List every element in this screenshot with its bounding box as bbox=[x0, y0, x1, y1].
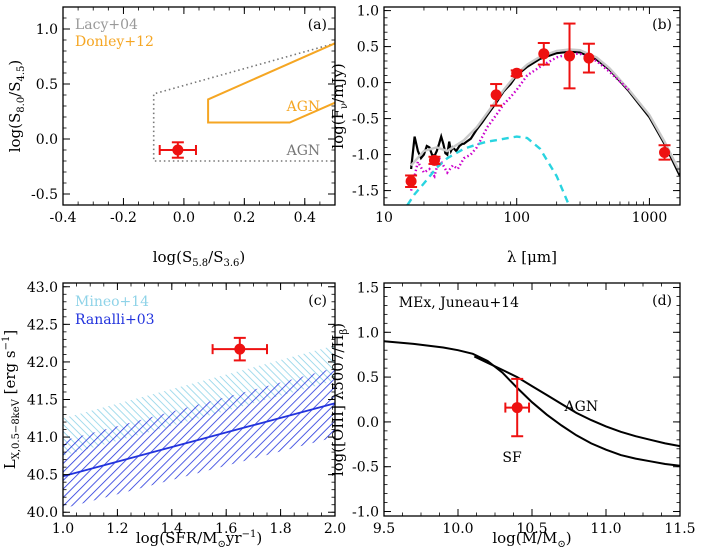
x-tick-label: 10 bbox=[375, 210, 393, 226]
sed-curve-dotted bbox=[409, 52, 630, 191]
x-tick-label: -0.4 bbox=[50, 210, 77, 226]
mex-demarcation-curve bbox=[383, 340, 681, 467]
y-tick-label: -0.5 bbox=[352, 112, 379, 128]
panel-b-frame bbox=[383, 6, 681, 206]
y-tick-label: -1.0 bbox=[352, 505, 379, 521]
region-label: AGN bbox=[286, 99, 321, 115]
scatter-band-ranalli-03 bbox=[63, 367, 335, 509]
panel-tag: (d) bbox=[652, 293, 672, 309]
photometry-point bbox=[582, 42, 595, 74]
x-tick-label: 10.0 bbox=[442, 521, 473, 537]
x-tick-label: 1.8 bbox=[269, 521, 291, 537]
photometry-point bbox=[490, 83, 503, 107]
sed-curve-dashed bbox=[406, 135, 571, 205]
y-axis-title: log(Fν/mJy) bbox=[329, 63, 350, 148]
legend-entry: Ranalli+03 bbox=[75, 312, 155, 328]
data-point-marker bbox=[428, 154, 440, 166]
legend-entry: Lacy+04 bbox=[75, 17, 138, 33]
data-point-marker bbox=[564, 50, 576, 62]
x-tick-label: 0.2 bbox=[233, 210, 255, 226]
x-axis-title: log(S5.8/S3.6) bbox=[153, 248, 246, 269]
y-tick-label: 0.0 bbox=[357, 415, 379, 431]
mex-demarcation-curve bbox=[473, 355, 681, 448]
y-tick-label: -1.0 bbox=[352, 148, 379, 164]
x-tick-label: 1.0 bbox=[52, 521, 74, 537]
photometry-point bbox=[510, 67, 523, 79]
panel-tag: (a) bbox=[308, 17, 327, 33]
data-point-marker bbox=[583, 52, 595, 64]
photometry-point bbox=[658, 144, 671, 161]
data-point-marker bbox=[172, 144, 184, 156]
data-point-marker bbox=[490, 89, 502, 101]
y-tick-label: 0.5 bbox=[36, 77, 58, 93]
y-tick-label: -0.5 bbox=[352, 460, 379, 476]
y-tick-label: 40.0 bbox=[27, 505, 58, 521]
photometry-point bbox=[405, 174, 418, 188]
panel-d-frame bbox=[383, 282, 681, 517]
relation-line bbox=[62, 402, 336, 478]
x-axis-title: log(M/M⊙) bbox=[492, 529, 571, 549]
x-tick-label: 1.4 bbox=[161, 521, 183, 537]
x-axis-title: log(SFR/M⊙yr−1) bbox=[136, 529, 262, 549]
x-tick-label: 11.5 bbox=[664, 521, 695, 537]
annotation-text: MEx, Juneau+14 bbox=[399, 295, 519, 311]
data-point-marker bbox=[234, 343, 246, 355]
y-tick-label: 42.5 bbox=[27, 317, 58, 333]
x-tick-label: -0.2 bbox=[110, 210, 137, 226]
data-point-marker bbox=[659, 146, 671, 158]
annotation-text: SF bbox=[502, 450, 522, 466]
y-tick-label: 0.5 bbox=[357, 370, 379, 386]
y-tick-label: 0.5 bbox=[357, 40, 379, 56]
region-label: AGN bbox=[286, 143, 321, 159]
data-point bbox=[158, 141, 197, 159]
photometry-point bbox=[563, 22, 576, 90]
sed-curve-solid bbox=[410, 48, 680, 174]
photometry-point bbox=[537, 42, 550, 66]
x-tick-label: 11.0 bbox=[590, 521, 621, 537]
data-point-marker bbox=[511, 402, 523, 414]
y-tick-label: 1.5 bbox=[357, 280, 379, 296]
y-tick-label: 0.0 bbox=[357, 76, 379, 92]
y-tick-label: -0.5 bbox=[31, 187, 58, 203]
annotation-text: AGN bbox=[564, 399, 599, 415]
y-tick-label: 41.0 bbox=[27, 430, 58, 446]
y-tick-label: 1.0 bbox=[357, 325, 379, 341]
x-tick-label: 10.5 bbox=[516, 521, 547, 537]
y-axis-title: log([OIII] λ5007/Hβ) bbox=[329, 323, 350, 476]
y-axis-title: LX,0.5−8keV [erg s−1] bbox=[1, 330, 22, 469]
x-axis-title: λ [μm] bbox=[507, 248, 557, 266]
data-point bbox=[211, 336, 268, 362]
x-tick-label: 1000 bbox=[632, 210, 668, 226]
x-tick-label: 0.4 bbox=[294, 210, 316, 226]
x-tick-label: 1.6 bbox=[215, 521, 237, 537]
y-tick-label: 43.0 bbox=[27, 280, 58, 296]
data-point-marker bbox=[538, 48, 550, 60]
photometry-point bbox=[428, 154, 441, 166]
y-axis-title: log(S8.0/S4.5) bbox=[6, 60, 27, 153]
x-tick-label: 100 bbox=[503, 210, 530, 226]
data-point-marker bbox=[511, 67, 523, 79]
y-tick-label: 0.0 bbox=[36, 132, 58, 148]
panel-tag: (b) bbox=[652, 17, 672, 33]
data-point-marker bbox=[405, 175, 417, 187]
panel-b-series bbox=[406, 48, 680, 205]
y-tick-label: 40.5 bbox=[27, 468, 58, 484]
y-tick-label: 41.5 bbox=[27, 393, 58, 409]
legend-entry: Mineo+14 bbox=[75, 294, 149, 310]
y-tick-label: 1.0 bbox=[36, 22, 58, 38]
region-boundary-lacy-04 bbox=[152, 42, 336, 162]
x-tick-label: 1.2 bbox=[106, 521, 128, 537]
x-tick-label: 9.5 bbox=[373, 521, 395, 537]
y-tick-label: -1.5 bbox=[352, 184, 379, 200]
x-tick-label: 0.0 bbox=[173, 210, 195, 226]
y-tick-label: 42.0 bbox=[27, 355, 58, 371]
y-tick-label: 1.0 bbox=[357, 4, 379, 20]
legend-entry: Donley+12 bbox=[75, 34, 154, 50]
panel-tag: (c) bbox=[308, 293, 327, 309]
data-point bbox=[504, 377, 531, 438]
region-boundary-donley-12 bbox=[207, 42, 336, 124]
x-tick-label: 2.0 bbox=[324, 521, 346, 537]
